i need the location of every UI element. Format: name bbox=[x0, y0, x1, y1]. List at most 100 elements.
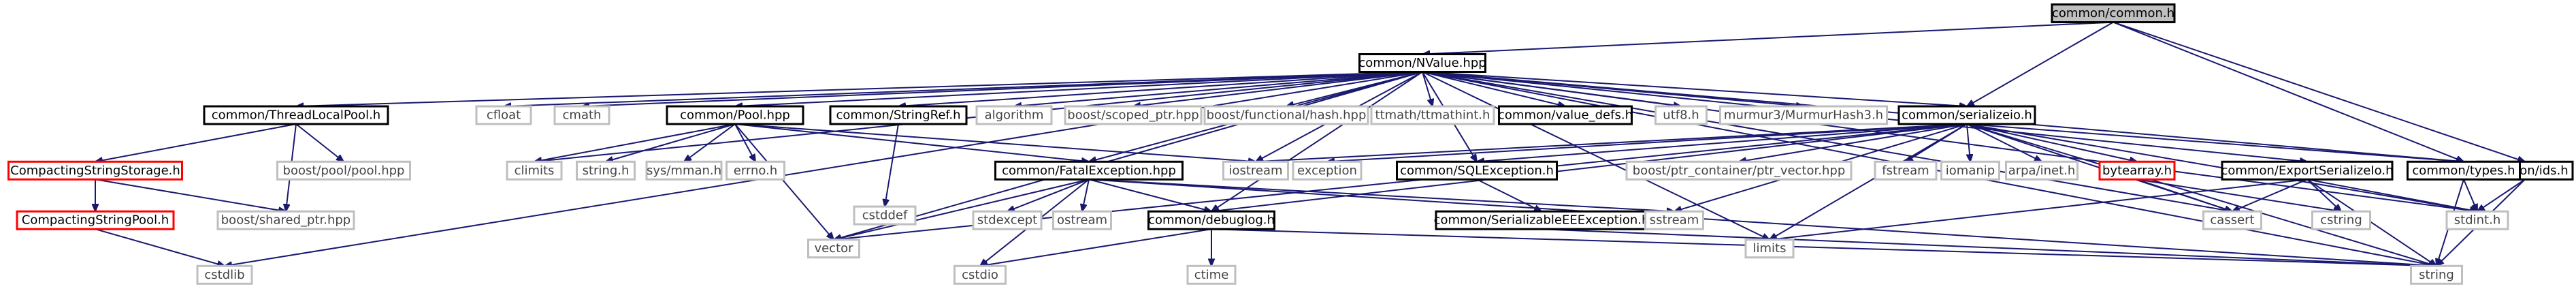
node-box bbox=[853, 205, 917, 226]
node-algorithm: algorithm bbox=[975, 105, 1053, 125]
node-climits: climits bbox=[506, 160, 563, 181]
node-box bbox=[1396, 160, 1558, 181]
node-boost-ptr-container-ptr-vector-hpp: boost/ptr_container/ptr_vector.hpp bbox=[1625, 160, 1853, 181]
node-box bbox=[1147, 210, 1275, 230]
node-common-serializableeeexception-h[interactable]: common/SerializableEEException.h bbox=[1434, 210, 1650, 230]
node-box bbox=[1064, 105, 1203, 125]
node-box bbox=[645, 160, 723, 181]
node-cstdio: cstdio bbox=[953, 264, 1007, 285]
edge-common-fatalexception-hpp-to-stdexcept bbox=[1007, 179, 1090, 211]
edge-common-stringref-h-to-cstddef bbox=[885, 123, 899, 206]
node-common-debuglog-h[interactable]: common/debuglog.h bbox=[1147, 210, 1275, 230]
node-common-sqlexception-h[interactable]: common/SQLException.h bbox=[1396, 160, 1558, 181]
node-iostream: iostream bbox=[1222, 160, 1289, 181]
node-label: string.h bbox=[583, 164, 630, 178]
edge-common-pool-hpp-to-common-fatalexception-hpp bbox=[734, 123, 1089, 162]
node-sys-mman-h: sys/mman.h bbox=[645, 160, 723, 181]
node-common-nvalue-hpp[interactable]: common/NValue.hpp bbox=[1358, 53, 1486, 74]
node-bytearray-h[interactable]: bytearray.h bbox=[2098, 160, 2176, 181]
edge-common-serializableeeexception-h-to-string bbox=[1541, 228, 2436, 266]
node-box bbox=[2221, 160, 2394, 181]
node-box bbox=[975, 105, 1053, 125]
edge-common-nvalue-hpp-to-algorithm bbox=[1014, 71, 1423, 107]
node-string-h: string.h bbox=[576, 160, 636, 181]
node-ostream: ostream bbox=[1052, 210, 1112, 230]
node-label: algorithm bbox=[985, 108, 1044, 123]
node-box bbox=[553, 105, 610, 125]
edge-common-debuglog-h-to-string bbox=[1211, 228, 2436, 266]
edge-bytearray-h-to-cstring bbox=[2136, 179, 2341, 211]
edge-common-nvalue-hpp-to-cstdlib bbox=[225, 71, 1423, 266]
edge-common-fatalexception-hpp-to-ostream bbox=[1082, 179, 1090, 211]
node-label: ostream bbox=[1057, 213, 1107, 228]
node-common-exportserializeio-h[interactable]: common/ExportSerializeIo.h bbox=[2221, 160, 2394, 181]
node-box bbox=[725, 160, 785, 181]
node-box bbox=[994, 160, 1184, 181]
node-box bbox=[1292, 160, 1363, 181]
node-common-threadlocalpool-h[interactable]: common/ThreadLocalPool.h bbox=[203, 105, 389, 125]
node-label: common/SerializableEEException.h bbox=[1434, 213, 1650, 228]
edge-common-pool-hpp-to-climits bbox=[534, 123, 736, 162]
node-box bbox=[829, 105, 968, 125]
node-ttmath-ttmathint-h: ttmath/ttmathint.h bbox=[1370, 105, 1495, 125]
node-box bbox=[1719, 105, 1888, 125]
node-box bbox=[1498, 105, 1633, 125]
edge-common-pool-hpp-to-errno-h bbox=[734, 123, 755, 162]
node-label: common/types.h bbox=[2412, 164, 2515, 178]
node-fstream: fstream bbox=[1874, 160, 1938, 181]
node-common-pool-hpp[interactable]: common/Pool.hpp bbox=[666, 105, 804, 125]
node-label: sstream bbox=[1650, 213, 1699, 228]
node-box bbox=[276, 160, 411, 181]
edge-common-nvalue-hpp-to-ttmath-ttmathint-h bbox=[1422, 72, 1433, 107]
nodes-layer: common/common.h common/NValue.hpp common/T… bbox=[7, 3, 2574, 285]
node-label: sys/mman.h bbox=[647, 164, 721, 178]
node-boost-scoped-ptr-hpp: boost/scoped_ptr.hpp bbox=[1064, 105, 1203, 125]
edge-common-serializeio-h-to-iomanip bbox=[1966, 123, 1970, 162]
edge-common-nvalue-hpp-to-boost-scoped-ptr-hpp bbox=[1133, 71, 1423, 107]
node-label: stdint.h bbox=[2454, 213, 2500, 228]
node-label: cstddef bbox=[862, 209, 908, 223]
node-label: murmur3/MurmurHash3.h bbox=[1724, 108, 1883, 123]
node-label: cstring bbox=[2320, 213, 2362, 228]
node-common-serializeio-h[interactable]: common/serializeio.h bbox=[1897, 105, 2036, 125]
node-label: common/serializeio.h bbox=[1902, 108, 2032, 123]
node-box bbox=[1203, 105, 1369, 125]
edge-common-pool-hpp-to-string-h bbox=[606, 123, 736, 162]
node-label: common/NValue.hpp bbox=[1358, 56, 1486, 70]
node-common-value-defs-h[interactable]: common/value_defs.h bbox=[1498, 105, 1633, 125]
node-box bbox=[2005, 160, 2078, 181]
node-box bbox=[1370, 105, 1495, 125]
edge-common-threadlocalpool-h-to-boost-pool-pool-hpp bbox=[295, 123, 344, 162]
node-common-common-h[interactable]: common/common.h bbox=[2051, 3, 2176, 24]
node-label: ttmath/ttmathint.h bbox=[1375, 108, 1490, 123]
node-common-stringref-h[interactable]: common/StringRef.h bbox=[829, 105, 968, 125]
node-label: common/Pool.hpp bbox=[680, 108, 790, 123]
node-box bbox=[2202, 210, 2262, 230]
edge-common-serializeio-h-to-common-debuglog-h bbox=[1211, 123, 1968, 211]
node-label: CompactingStringPool.h bbox=[22, 213, 169, 228]
node-label: cmath bbox=[563, 108, 602, 123]
edge-common-exportserializeio-h-to-cstring bbox=[2306, 179, 2341, 211]
node-label: exception bbox=[1297, 164, 1357, 178]
node-box bbox=[1358, 53, 1486, 74]
node-stdint-h: stdint.h bbox=[2445, 210, 2509, 230]
node-box bbox=[972, 210, 1043, 230]
node-compactingstringpool-h[interactable]: CompactingStringPool.h bbox=[16, 210, 175, 230]
node-common-types-h[interactable]: common/types.h bbox=[2407, 160, 2521, 181]
node-boost-shared-ptr-hpp: boost/shared_ptr.hpp bbox=[216, 210, 355, 230]
node-murmur3-murmurhash3-h: murmur3/MurmurHash3.h bbox=[1719, 105, 1888, 125]
node-ctime: ctime bbox=[1186, 264, 1237, 285]
node-common-fatalexception-hpp[interactable]: common/FatalException.hpp bbox=[994, 160, 1184, 181]
edge-common-fatalexception-hpp-to-vector bbox=[834, 179, 1090, 239]
node-label: iostream bbox=[1228, 164, 1282, 178]
node-label: boost/pool/pool.hpp bbox=[283, 164, 405, 178]
node-vector: vector bbox=[807, 239, 860, 259]
node-compactingstringstorage-h[interactable]: CompactingStringStorage.h bbox=[7, 160, 183, 181]
node-box bbox=[1435, 210, 1648, 230]
edge-common-nvalue-hpp-to-cmath bbox=[582, 71, 1423, 107]
node-cstring: cstring bbox=[2311, 210, 2371, 230]
node-box bbox=[2410, 264, 2463, 285]
node-box bbox=[953, 264, 1007, 285]
node-cstdlib: cstdlib bbox=[196, 264, 253, 285]
edge-common-fatalexception-hpp-to-sstream bbox=[1088, 179, 1674, 211]
